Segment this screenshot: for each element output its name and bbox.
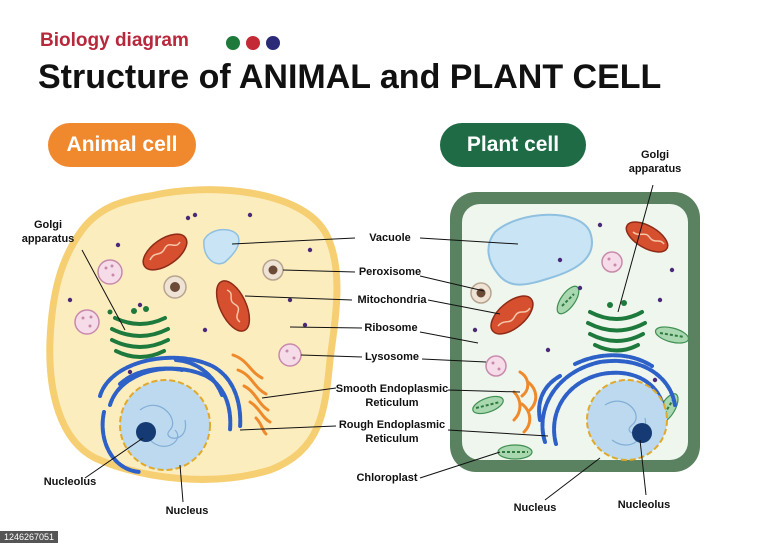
animal-mitochondrion-mid <box>215 280 251 332</box>
label-vacuole: Vacuole <box>369 232 411 244</box>
label-peroxisome: Peroxisome <box>358 266 422 278</box>
label-lysosome: Lysosome <box>364 351 419 363</box>
diagram-title: Structure of ANIMAL and PLANT CELL <box>38 58 662 96</box>
animal-ribosomes <box>67 212 313 375</box>
animal-smooth-er <box>231 353 272 436</box>
decorative-dots <box>226 36 280 50</box>
label-chloroplast: Chloroplast <box>356 472 418 484</box>
label-golgi-animal: Golgi apparatus <box>21 219 75 245</box>
diagram-subtitle: Biology diagram <box>40 30 189 51</box>
plant-smooth-er <box>512 370 538 434</box>
chloroplast-1 <box>556 285 580 315</box>
plant-vacuole <box>487 213 593 286</box>
chloroplast-4 <box>497 444 533 460</box>
label-nucleolus-plant: Nucleolus <box>617 499 671 511</box>
animal-golgi <box>107 306 170 359</box>
label-nucleus-animal: Nucleus <box>165 505 209 517</box>
animal-vacuole <box>203 228 240 265</box>
navy-dot-icon <box>266 36 280 50</box>
plant-mitochondrion-top <box>625 221 669 253</box>
label-nucleus-plant: Nucleus <box>513 502 557 514</box>
label-ribosome: Ribosome <box>364 322 418 334</box>
animal-mitochondrion-top <box>142 233 188 271</box>
label-nucleolus-animal: Nucleolus <box>43 476 97 488</box>
plant-cell <box>450 192 700 472</box>
label-rough-er: Rough Endoplasmic Reticulum <box>338 419 446 445</box>
chloroplast-3 <box>472 395 504 415</box>
plant-cell-badge: Plant cell <box>440 123 586 167</box>
animal-lysosome-2 <box>74 309 100 335</box>
animal-cell <box>46 186 341 483</box>
plant-nucleus <box>586 379 668 461</box>
chloroplast-2 <box>654 326 690 344</box>
plant-cell-label: Plant cell <box>466 133 560 156</box>
stock-id: 1246267051 <box>0 531 59 543</box>
plant-lysosome-1 <box>601 251 623 273</box>
animal-lysosome-3 <box>278 343 302 367</box>
animal-nucleus <box>119 379 211 471</box>
plant-peroxisome <box>470 282 492 304</box>
animal-cell-label: Animal cell <box>66 133 178 156</box>
plant-mitochondrion-mid <box>490 295 534 335</box>
plant-ribosomes <box>472 222 675 383</box>
animal-cell-badge: Animal cell <box>48 123 196 167</box>
red-dot-icon <box>246 36 260 50</box>
plant-nucleolus <box>632 423 652 443</box>
label-golgi-plant: Golgi apparatus <box>628 149 682 175</box>
animal-nucleolus <box>136 422 156 442</box>
plant-golgi <box>586 300 647 353</box>
green-dot-icon <box>226 36 240 50</box>
leader-lines <box>81 184 654 503</box>
label-smooth-er: Smooth Endoplasmic Reticulum <box>335 383 449 409</box>
animal-peroxisome-1 <box>163 275 187 299</box>
animal-rough-er <box>98 355 243 474</box>
animal-lysosome-1 <box>97 259 123 285</box>
label-mitochondria: Mitochondria <box>357 294 427 306</box>
animal-peroxisome-2 <box>262 259 284 281</box>
plant-rough-er <box>537 353 677 446</box>
plant-lysosome-2 <box>485 355 507 377</box>
